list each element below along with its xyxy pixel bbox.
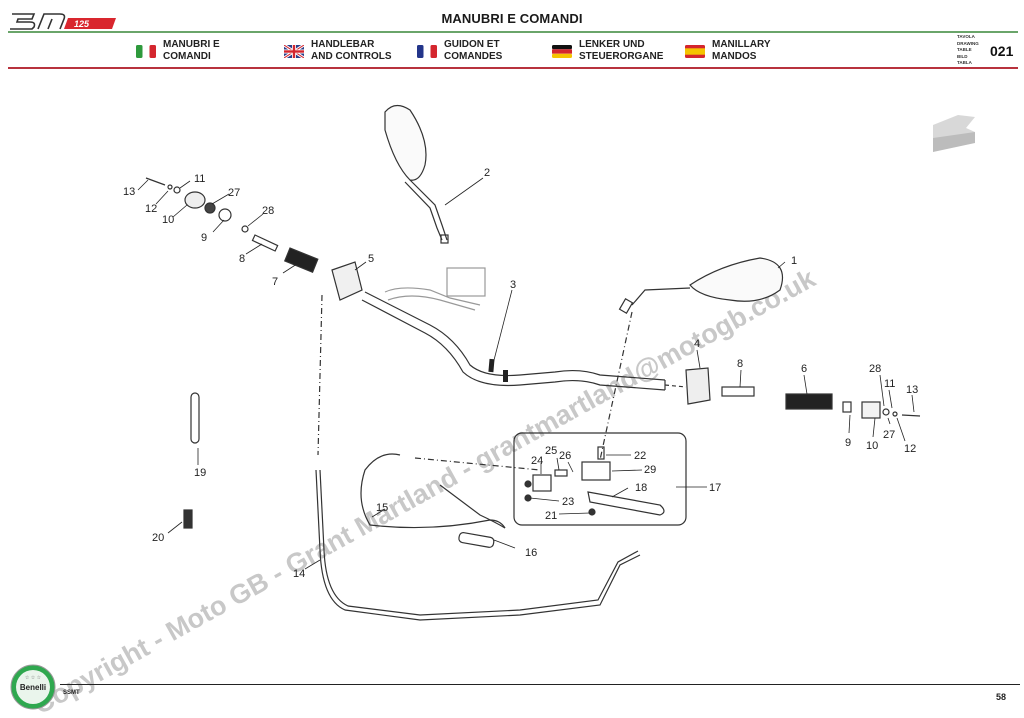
page-title: MANUBRI E COMANDI xyxy=(441,11,583,26)
callout-13-right: 13 xyxy=(906,384,918,396)
lang-german: LENKER UND STEUERORGANE xyxy=(552,38,663,64)
callout-18: 18 xyxy=(635,482,647,494)
lang-german-line2: STEUERORGANE xyxy=(579,51,664,62)
benelli-logo: Benelli ☆ ☆ ☆ xyxy=(10,664,56,710)
callout-3: 3 xyxy=(510,279,516,291)
callout-23: 23 xyxy=(562,496,574,508)
bracket-part-19 xyxy=(190,392,200,444)
bn125-logo: 125 xyxy=(10,13,116,30)
lang-italian: MANUBRI E COMANDI xyxy=(136,38,220,64)
callout-28-left: 28 xyxy=(262,205,274,217)
callout-12-left: 12 xyxy=(145,203,157,215)
lang-italian-line2: COMANDI xyxy=(163,51,211,62)
header-divider-green xyxy=(8,31,1018,33)
svg-text:Benelli: Benelli xyxy=(20,683,46,692)
lever-assembly-box-17 xyxy=(513,432,687,526)
callout-5: 5 xyxy=(368,253,374,265)
callout-22: 22 xyxy=(634,450,646,462)
callout-24: 24 xyxy=(531,455,543,467)
lang-spanish-line1: MANILLARY xyxy=(712,39,771,50)
callout-13-left: 13 xyxy=(123,186,135,198)
callout-11-left: 11 xyxy=(194,173,205,185)
clutch-lever-assembly xyxy=(524,446,665,516)
callout-21: 21 xyxy=(545,510,557,522)
svg-text:125: 125 xyxy=(74,19,90,29)
callout-2: 2 xyxy=(484,167,490,179)
header-divider-red xyxy=(8,67,1018,69)
callout-12-right: 12 xyxy=(904,443,916,455)
lang-french-line2: COMANDES xyxy=(444,51,503,62)
callout-numbers: 1 2 3 4 5 6 7 8 8 9 9 10 10 11 11 12 12 … xyxy=(123,167,918,580)
handlebar-part-3 xyxy=(361,291,666,391)
lang-spanish-line2: MANDOS xyxy=(712,51,757,62)
callout-9-right: 9 xyxy=(845,437,851,449)
callout-16: 16 xyxy=(525,547,537,559)
footer-code: SSMT xyxy=(63,690,80,696)
callout-8-left: 8 xyxy=(239,253,245,265)
lang-french: GUIDON ET COMANDES xyxy=(417,38,502,64)
callout-20: 20 xyxy=(152,532,164,544)
clip-part-20 xyxy=(183,509,193,529)
table-labels: TAVOLA DRAWING TABLE BILD TABLA xyxy=(957,34,979,66)
footer-divider xyxy=(60,684,1020,685)
lang-english-line1: HANDLEBAR xyxy=(311,39,375,50)
callout-19: 19 xyxy=(194,467,206,479)
spain-flag-icon xyxy=(685,44,705,58)
callout-10-left: 10 xyxy=(162,214,174,226)
france-flag-icon xyxy=(417,44,437,58)
callout-9-left: 9 xyxy=(201,232,207,244)
mirror-right-part-1 xyxy=(618,257,784,315)
watermark: Copyright - Moto GB - Grant Martland - g… xyxy=(28,263,821,718)
uk-flag-icon xyxy=(284,44,304,58)
callout-15: 15 xyxy=(376,502,388,514)
lang-italian-line1: MANUBRI E xyxy=(163,39,220,50)
page-number: 58 xyxy=(996,692,1007,702)
right-grip-assembly xyxy=(664,367,921,419)
callout-17: 17 xyxy=(709,482,721,494)
callout-11-right: 11 xyxy=(884,378,895,390)
callout-26: 26 xyxy=(559,450,571,462)
italy-flag-icon xyxy=(136,44,156,58)
callout-29: 29 xyxy=(644,464,656,476)
callout-25: 25 xyxy=(545,445,557,457)
front-arrow-icon xyxy=(933,115,975,152)
callout-7: 7 xyxy=(272,276,278,288)
lang-french-line1: GUIDON ET xyxy=(444,39,500,50)
callout-leaders xyxy=(137,177,915,570)
callout-10-right: 10 xyxy=(866,440,878,452)
lang-english-line2: AND CONTROLS xyxy=(311,51,392,62)
table-number: 021 xyxy=(990,43,1014,59)
left-grip-assembly xyxy=(145,177,363,456)
callout-6: 6 xyxy=(801,363,807,375)
germany-flag-icon xyxy=(552,44,572,58)
mirror-left-part-2 xyxy=(384,104,449,244)
callout-1: 1 xyxy=(791,255,797,267)
callout-14: 14 xyxy=(293,568,305,580)
callout-28-right: 28 xyxy=(869,363,881,375)
callout-4: 4 xyxy=(694,338,700,350)
lang-german-line1: LENKER UND xyxy=(579,39,645,50)
svg-text:☆ ☆ ☆: ☆ ☆ ☆ xyxy=(25,675,42,681)
cables xyxy=(315,311,641,621)
brake-master-cylinder xyxy=(384,267,486,311)
callout-27-right: 27 xyxy=(883,429,895,441)
callout-27-left: 27 xyxy=(228,187,240,199)
callout-8-right: 8 xyxy=(737,358,743,370)
lang-english: HANDLEBAR AND CONTROLS xyxy=(284,38,392,64)
lang-spanish: MANILLARY MANDOS xyxy=(685,38,771,64)
